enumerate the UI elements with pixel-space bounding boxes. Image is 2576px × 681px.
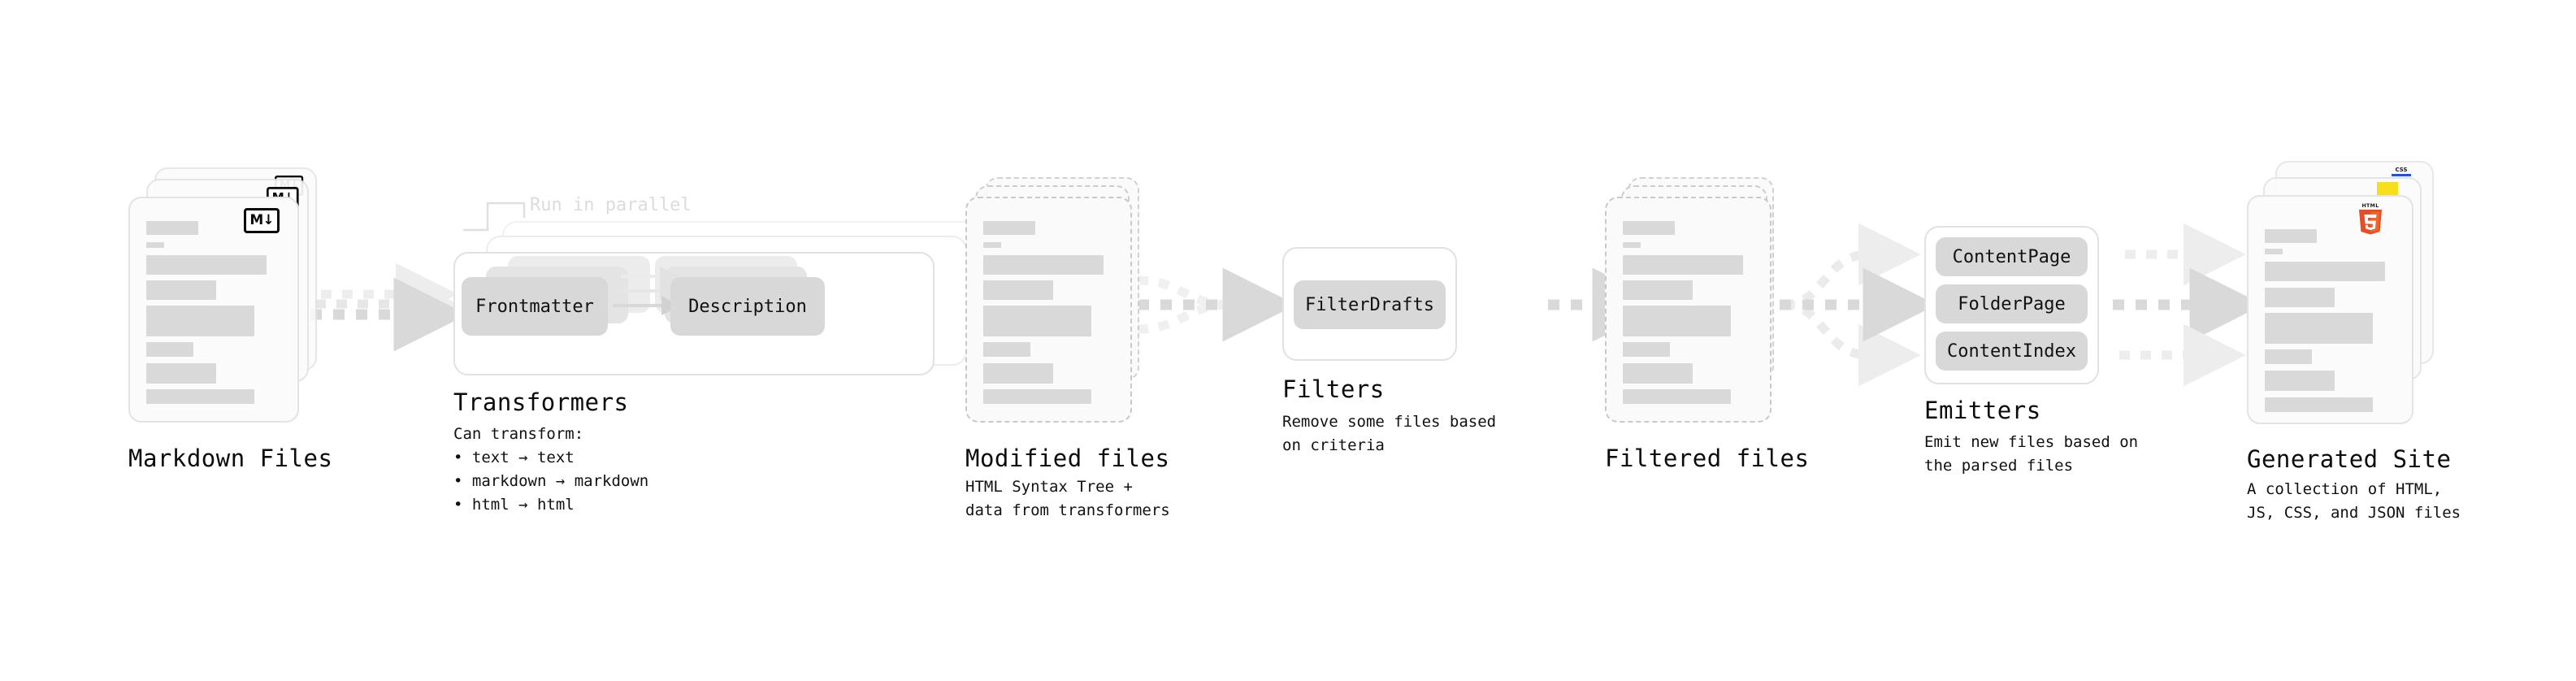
stage-title-emitters: Emitters xyxy=(1924,397,2041,424)
doc-bar xyxy=(1623,255,1743,275)
stage-title-modified-files: Modified files xyxy=(965,445,1170,472)
transformer-inner-arrows xyxy=(613,267,681,315)
doc-bar xyxy=(146,221,198,235)
emitter-chip-contentpage[interactable]: ContentPage xyxy=(1936,237,2088,276)
svg-text:HTML: HTML xyxy=(2361,203,2379,209)
doc-bar xyxy=(983,280,1053,300)
doc-bar xyxy=(2265,349,2312,364)
arrow-filtered-to-emitters xyxy=(1780,223,1937,387)
filtered-doc-front xyxy=(1605,197,1772,423)
doc-bar xyxy=(1623,363,1693,384)
filter-chip-filterdrafts[interactable]: FilterDrafts xyxy=(1294,280,1446,329)
doc-bar xyxy=(1623,306,1731,336)
doc-bar xyxy=(146,342,193,357)
markdown-doc-front xyxy=(128,197,299,423)
stage-desc-transformers: Can transform: • text → text • markdown … xyxy=(453,425,649,514)
doc-bar xyxy=(1623,280,1693,300)
transformer-chip-frontmatter[interactable]: Frontmatter xyxy=(462,277,608,336)
doc-bar xyxy=(2265,313,2373,344)
doc-bar xyxy=(2265,371,2335,391)
js-icon xyxy=(2377,182,2398,197)
doc-bar xyxy=(1623,389,1731,404)
modified-doc-front xyxy=(965,197,1132,423)
doc-bar xyxy=(2265,249,2283,254)
stage-desc-generated-site: A collection of HTML, JS, CSS, and JSON … xyxy=(2247,480,2461,522)
stage-desc-modified-files: HTML Syntax Tree + data from transformer… xyxy=(965,478,1170,519)
arrow-markdown-to-transformers xyxy=(310,262,468,352)
transformer-chip-description[interactable]: Description xyxy=(670,277,825,336)
doc-bar xyxy=(983,342,1030,357)
site-doc-front xyxy=(2247,195,2413,424)
markdown-icon: M↓ xyxy=(244,208,280,233)
doc-bar xyxy=(146,306,254,336)
stage-desc-emitters: Emit new files based on the parsed files xyxy=(1924,433,2139,475)
html5-icon: HTML xyxy=(2357,202,2384,235)
arrow-modified-to-filters xyxy=(1137,267,1297,342)
doc-bar xyxy=(983,221,1035,235)
doc-bar xyxy=(2265,288,2335,307)
doc-bar xyxy=(2265,397,2373,412)
doc-bar xyxy=(983,363,1053,384)
doc-bar xyxy=(2265,229,2317,243)
doc-bar xyxy=(1623,342,1670,357)
doc-bar xyxy=(146,389,254,404)
stage-title-filtered-files: Filtered files xyxy=(1605,445,1810,472)
stage-desc-filters: Remove some files based on criteria xyxy=(1282,413,1497,454)
stage-title-markdown-files: Markdown Files xyxy=(128,445,333,472)
css-icon: CSS xyxy=(2391,165,2412,178)
run-in-parallel-label: Run in parallel xyxy=(530,195,692,215)
stage-title-generated-site: Generated Site xyxy=(2247,445,2452,473)
doc-bar xyxy=(146,280,216,300)
doc-bar xyxy=(983,389,1091,404)
doc-bar xyxy=(146,242,164,248)
doc-bar xyxy=(146,363,216,384)
doc-bar xyxy=(983,242,1001,248)
svg-text:CSS: CSS xyxy=(2395,167,2407,173)
doc-bar xyxy=(2265,262,2385,281)
emitter-chip-folderpage[interactable]: FolderPage xyxy=(1936,284,2088,323)
doc-bar xyxy=(1623,221,1675,235)
emitter-chip-contentindex[interactable]: ContentIndex xyxy=(1936,332,2088,371)
stage-title-filters: Filters xyxy=(1282,375,1385,403)
doc-bar xyxy=(146,255,267,275)
doc-bar xyxy=(983,255,1104,275)
stage-title-transformers: Transformers xyxy=(453,388,629,416)
doc-bar xyxy=(983,306,1091,336)
arrow-emitters-to-site xyxy=(2113,223,2264,387)
doc-bar xyxy=(1623,242,1641,248)
